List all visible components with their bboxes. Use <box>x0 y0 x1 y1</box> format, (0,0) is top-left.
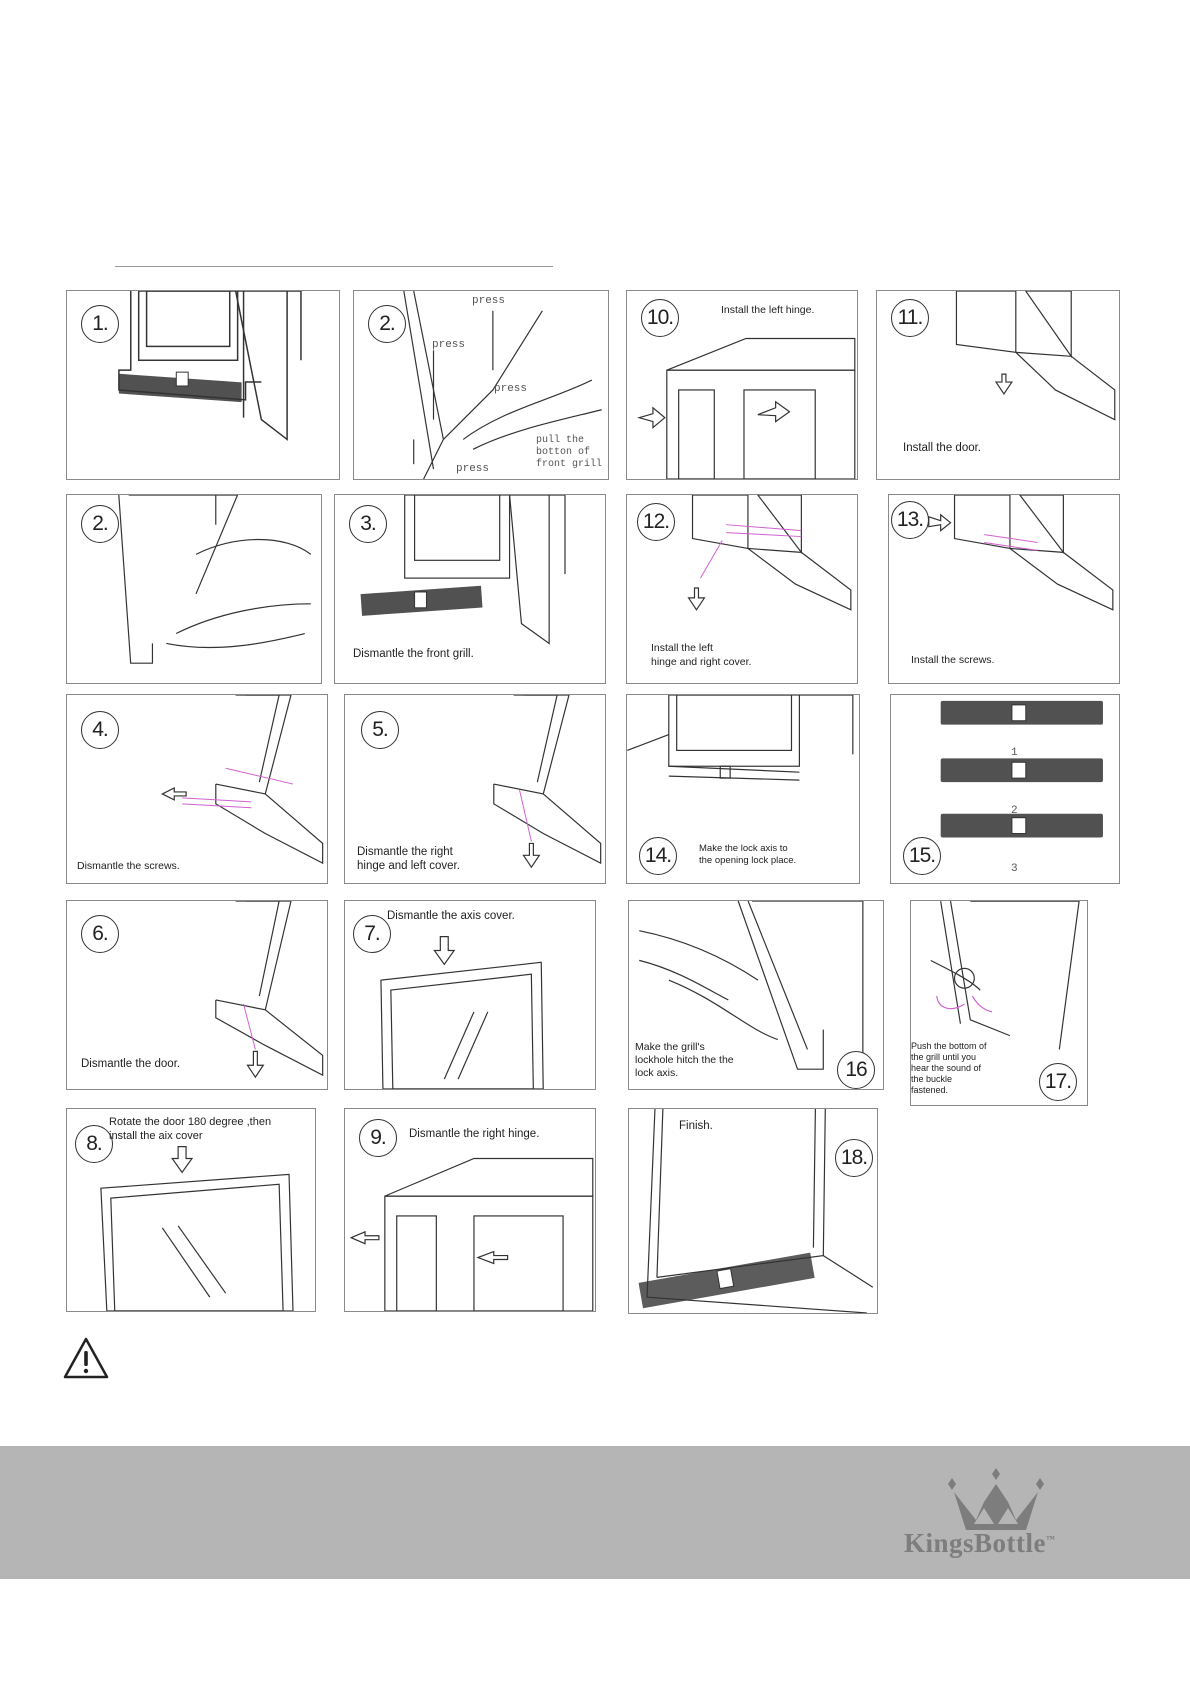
step-panel-12: 12. Install the left hinge and right cov… <box>626 494 858 684</box>
step-panel-8: 8. Rotate the door 180 degree ,then inst… <box>66 1108 316 1312</box>
step-panel-16: 16 Make the grill's lockhole hitch the t… <box>628 900 884 1090</box>
step-caption: Install the left hinge and right cover. <box>651 642 752 668</box>
step-panel-18: 18. Finish. <box>628 1108 878 1314</box>
step-11-illustration <box>955 291 1116 421</box>
step-3-illustration <box>360 495 566 645</box>
step-panel-5: 5. Dismantle the right hinge and left co… <box>344 694 606 884</box>
step-number: 10. <box>641 299 679 337</box>
step-4-illustration <box>161 695 324 865</box>
step-number: 18. <box>835 1139 873 1177</box>
step-number: 15. <box>903 837 941 875</box>
step-caption: Make the grill's lockhole hitch the the … <box>635 1041 734 1079</box>
step-panel-7: 7. Dismantle the axis cover. <box>344 900 596 1090</box>
brand-wordmark: KingsBottle™ <box>904 1528 1056 1559</box>
step-panel-10: 10. Install the left hinge. <box>626 290 858 480</box>
step-12-illustration <box>687 495 852 611</box>
step-panel-2b: 2. <box>66 494 322 684</box>
step-caption: Finish. <box>679 1120 713 1132</box>
step-caption: Dismantle the front grill. <box>353 648 474 660</box>
press-label: press <box>472 295 506 307</box>
step-caption: Dismantle the door. <box>81 1058 181 1070</box>
step-panel-6: 6. Dismantle the door. <box>66 900 328 1090</box>
step-2a-illustration <box>403 291 602 479</box>
step-caption: Dismantle the screws. <box>77 860 180 872</box>
step-panel-1: 1. <box>66 290 340 480</box>
step-number: 3. <box>349 505 387 543</box>
step-10-illustration <box>636 337 856 479</box>
step-number: 2. <box>81 505 119 543</box>
order-label: 1 <box>1011 747 1018 759</box>
step-8-illustration <box>100 1146 294 1311</box>
step-panel-14: 14. Make the lock axis to the opening lo… <box>626 694 860 884</box>
step-number: 9. <box>359 1119 397 1157</box>
step-number: 13. <box>891 501 929 539</box>
step-number: 14. <box>639 837 677 875</box>
step-2b-illustration <box>118 495 312 664</box>
step-caption: Push the bottom of the grill until you h… <box>911 1041 987 1095</box>
order-label: 2 <box>1011 805 1018 817</box>
step-panel-3: 3. Dismantle the front grill. <box>334 494 606 684</box>
trademark-symbol: ™ <box>1046 1534 1056 1544</box>
step-panel-4: 4. Dismantle the screws. <box>66 694 328 884</box>
step-panel-2a: 2. press press press press pull the bott… <box>353 290 609 480</box>
step-caption: Dismantle the right hinge and left cover… <box>357 846 460 872</box>
step-number: 1. <box>81 305 119 343</box>
step-9-illustration <box>349 1157 594 1311</box>
step-caption: Install the left hinge. <box>721 304 815 316</box>
press-label: press <box>432 339 466 351</box>
step-caption: Rotate the door 180 degree ,then install… <box>109 1116 272 1142</box>
step-5-illustration <box>493 695 602 869</box>
step-caption: Install the door. <box>903 442 981 454</box>
step-number: 16 <box>837 1051 875 1089</box>
header-rule <box>115 266 553 267</box>
step-1-illustration <box>118 291 302 441</box>
step-number: 4. <box>81 711 119 749</box>
step-number: 2. <box>368 305 406 343</box>
step-15-illustration <box>940 700 1103 838</box>
step-7-illustration <box>380 936 544 1089</box>
step-number: 6. <box>81 915 119 953</box>
step-6-illustration <box>215 901 324 1079</box>
step-14-illustration <box>627 695 854 781</box>
step-panel-13: 13. Install the screws. <box>888 494 1120 684</box>
brand-name: KingsBottle <box>904 1528 1047 1558</box>
step-caption: Dismantle the right hinge. <box>409 1128 540 1140</box>
press-label: press <box>456 463 490 475</box>
press-label: press <box>494 383 528 395</box>
step-number: 11. <box>891 299 929 337</box>
step-number: 12. <box>637 503 675 541</box>
step-number: 5. <box>361 711 399 749</box>
brand-crown-logo <box>948 1468 1044 1530</box>
step-panel-9: 9. Dismantle the right hinge. <box>344 1108 596 1312</box>
step-number: 7. <box>353 915 391 953</box>
step-13-illustration <box>928 495 1114 611</box>
step-caption: Make the lock axis to the opening lock p… <box>699 843 797 866</box>
step-18-illustration <box>638 1109 874 1313</box>
step-number: 8. <box>75 1125 113 1163</box>
step-caption: Dismantle the axis cover. <box>387 910 515 922</box>
step-16-illustration <box>639 901 864 1070</box>
step-number: 17. <box>1039 1063 1077 1101</box>
warning-triangle-icon <box>63 1337 109 1379</box>
step-17-illustration <box>930 901 1080 1050</box>
step-panel-11: 11. Install the door. <box>876 290 1120 480</box>
step-panel-17: 17. Push the bottom of the grill until y… <box>910 900 1088 1106</box>
step-caption: Install the screws. <box>911 654 995 666</box>
pull-grill-label: pull the botton of front grill <box>536 435 603 470</box>
order-label: 3 <box>1011 863 1018 875</box>
step-panel-15: 15. 1 2 3 <box>890 694 1120 884</box>
